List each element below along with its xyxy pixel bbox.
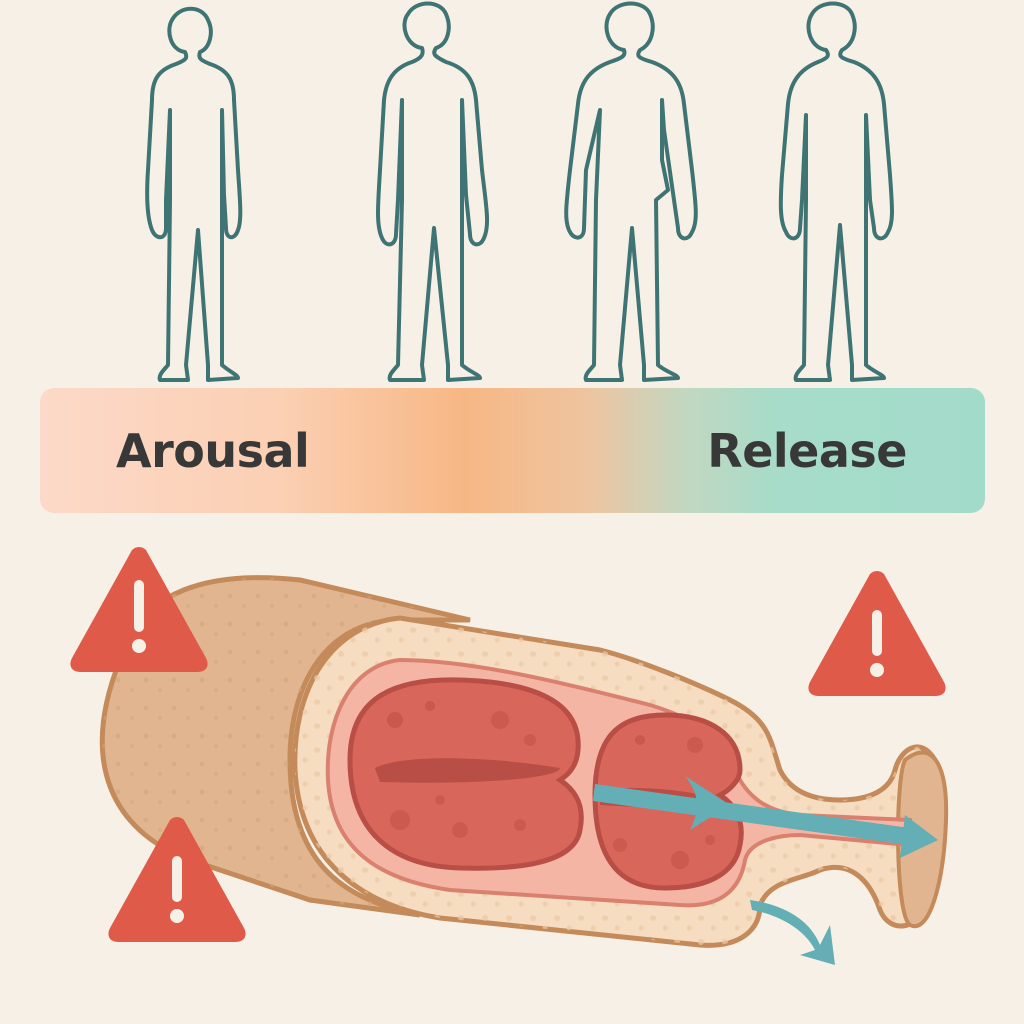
- exit-arrow-icon: [750, 900, 835, 965]
- release-label: Release: [707, 424, 907, 478]
- human-outline-icon: [145, 6, 243, 382]
- warning-triangle-icon: [808, 571, 946, 696]
- human-outline-icon: [778, 1, 894, 382]
- human-outline-icon: [376, 1, 490, 382]
- flow-arrow-icon: [593, 776, 938, 858]
- arousal-release-scale: Arousal Release: [40, 388, 985, 513]
- arousal-label: Arousal: [116, 424, 310, 478]
- left-chamber: [347, 677, 584, 871]
- human-outline-icon: [564, 1, 698, 382]
- anatomy-cross-section: [70, 547, 949, 965]
- warning-triangle-icon: [108, 817, 246, 942]
- human-figures-row: [0, 0, 1024, 390]
- warning-triangle-icon: [70, 547, 208, 672]
